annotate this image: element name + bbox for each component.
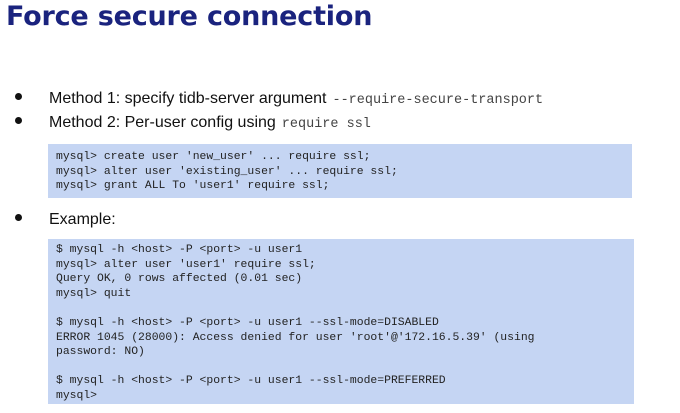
code-line: $ mysql -h <host> -P <port> -u user1 --s… [56,375,446,388]
code-line: password: NO) [56,346,145,359]
code-line: mysql> alter user 'existing_user' ... re… [56,165,398,178]
bullet-dot-icon [15,93,22,100]
code-line: mysql> alter user 'user1' require ssl; [56,258,316,271]
bullet-text: Method 2: Per-user config using [49,114,276,131]
code-line: Query OK, 0 rows affected (0.01 sec) [56,273,303,286]
code-line: mysql> create user 'new_user' ... requir… [56,151,371,163]
code-block-example: $ mysql -h <host> -P <port> -u user1 mys… [48,239,634,404]
bullet-dot-icon [15,214,22,221]
bullet-dot-icon [15,117,22,124]
bullet-text: Example: [49,211,116,228]
code-line-blank [56,360,634,375]
bullet-text: Method 1: specify tidb-server argument [49,90,327,107]
slide-title: Force secure connection [6,1,373,32]
code-line: $ mysql -h <host> -P <port> -u user1 [56,244,303,256]
inline-code: require ssl [281,117,371,132]
code-block-user-config: mysql> create user 'new_user' ... requir… [48,144,632,198]
bullet-method-1: Method 1: specify tidb-server argument -… [15,90,543,108]
inline-code: --require-secure-transport [332,93,544,108]
code-line: mysql> quit [56,287,132,300]
code-line: mysql> [56,389,98,402]
code-line-blank [56,301,634,316]
bullet-example: Example: [15,211,116,229]
code-line: $ mysql -h <host> -P <port> -u user1 --s… [56,316,439,329]
code-line: ERROR 1045 (28000): Access denied for us… [56,331,535,344]
bullet-method-2: Method 2: Per-user config using require … [15,114,371,132]
code-line: mysql> grant ALL To 'user1' require ssl; [56,180,330,193]
